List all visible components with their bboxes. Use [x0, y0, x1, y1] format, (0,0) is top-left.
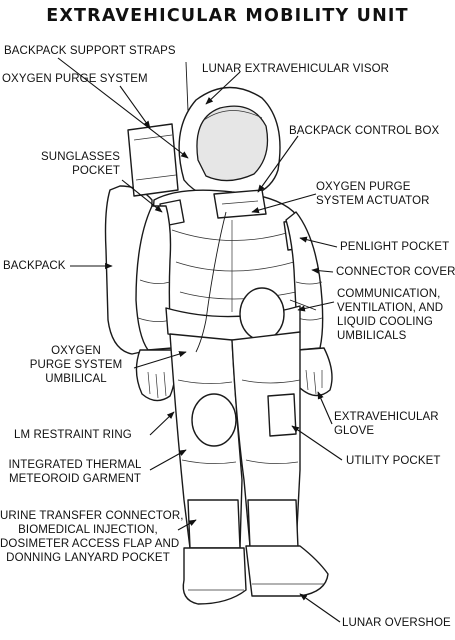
label-oxygen-purge-system-umbilical: OXYGEN PURGE SYSTEM UMBILICAL [20, 344, 132, 386]
knee-patch-shape [191, 393, 237, 447]
label-backpack-control-box: BACKPACK CONTROL BOX [289, 125, 440, 137]
purge-umbilical-line-1: OXYGEN [51, 345, 101, 357]
label-penlight-pocket: PENLIGHT POCKET [340, 241, 450, 253]
right-overshoe-shape [245, 545, 329, 597]
leader-sunglasses-pocket [121, 179, 163, 213]
leader-oxygen-purge-umbilical [133, 351, 187, 369]
diagram-title: EXTRAVEHICULAR MOBILITY UNIT [46, 6, 409, 26]
purge-umbilical-line-3: UMBILICAL [45, 373, 107, 385]
comm-umbilicals-line-1: COMMUNICATION, [337, 288, 441, 300]
label-extravehicular-glove: EXTRAVEHICULAR GLOVE [334, 410, 439, 438]
sunglasses-pocket-line-1: SUNGLASSES [41, 151, 120, 163]
label-utility-pocket: UTILITY POCKET [346, 455, 441, 467]
leader-lunar-overshoe [299, 593, 341, 623]
leader-urine-transfer-connector [177, 519, 197, 531]
sunglasses-pocket-line-2: POCKET [72, 165, 120, 177]
left-boot-upper-shape [187, 499, 241, 549]
urine-connector-line-3: DOSIMETER ACCESS FLAP AND [0, 538, 180, 550]
label-oxygen-purge-system: OXYGEN PURGE SYSTEM [2, 73, 148, 85]
label-lm-restraint-ring: LM RESTRAINT RING [14, 429, 132, 441]
label-communication-umbilicals: COMMUNICATION, VENTILATION, AND LIQUID C… [337, 287, 443, 343]
purge-umbilical-line-2: PURGE SYSTEM [29, 359, 123, 371]
control-box-shape [213, 189, 267, 219]
leader-extravehicular-glove [317, 391, 333, 425]
leader-backpack-support-straps [57, 57, 189, 159]
leader-penlight-pocket [299, 236, 338, 248]
utility-pocket-shape [267, 393, 297, 437]
right-boot-upper-shape [247, 499, 299, 549]
ev-glove-line-2: GLOVE [334, 425, 375, 437]
leader-lm-restraint-ring [149, 411, 175, 436]
comm-umbilicals-line-3: LIQUID COOLING [337, 316, 433, 328]
comm-umbilicals-line-2: VENTILATION, AND [337, 302, 444, 314]
leader-communication-umbilicals [297, 301, 335, 312]
connector-cover-shape [239, 287, 285, 341]
label-oxygen-purge-system-actuator: OXYGEN PURGE SYSTEM ACTUATOR [316, 180, 430, 208]
itmg-line-2: METEOROID GARMENT [8, 473, 142, 485]
label-lunar-extravehicular-visor: LUNAR EXTRAVEHICULAR VISOR [202, 63, 390, 75]
right-glove-shape [295, 347, 333, 397]
leader-thermal-garment [149, 449, 187, 471]
leader-connector-cover [311, 267, 334, 274]
label-integrated-thermal-meteoroid-garment: INTEGRATED THERMAL METEOROID GARMENT [4, 458, 146, 486]
urine-connector-line-1: URINE TRANSFER CONNECTOR, [0, 510, 184, 522]
left-overshoe-shape [182, 547, 247, 605]
label-lunar-overshoe: LUNAR OVERSHOE [342, 617, 451, 629]
leader-purge-actuator [251, 193, 317, 214]
ev-glove-line-1: EXTRAVEHICULAR [334, 411, 439, 423]
urine-connector-line-4: DONNING LANYARD POCKET [6, 552, 170, 564]
astronaut-figure [104, 61, 333, 605]
visor-shape [196, 105, 269, 182]
purge-actuator-line-2: SYSTEM ACTUATOR [316, 195, 430, 207]
urine-connector-line-2: BIOMEDICAL INJECTION, [18, 524, 158, 536]
label-connector-cover: CONNECTOR COVER [336, 266, 455, 278]
label-sunglasses-pocket: SUNGLASSES POCKET [24, 150, 120, 178]
leader-lunar-visor [205, 71, 241, 105]
label-backpack-support-straps: BACKPACK SUPPORT STRAPS [4, 45, 176, 57]
label-backpack: BACKPACK [3, 260, 66, 272]
comm-umbilicals-line-4: UMBILICALS [337, 330, 407, 342]
umbilical-hose [195, 211, 227, 353]
leader-oxygen-purge-system [119, 85, 151, 129]
label-urine-transfer-connector: URINE TRANSFER CONNECTOR, BIOMEDICAL INJ… [0, 509, 184, 565]
leader-utility-pocket [291, 425, 343, 461]
itmg-line-1: INTEGRATED THERMAL [8, 459, 142, 471]
purge-actuator-line-1: OXYGEN PURGE [316, 181, 411, 193]
leader-backpack-control-box [257, 135, 299, 193]
leader-lines [57, 57, 343, 623]
oxygen-purge-box-shape [127, 123, 179, 197]
